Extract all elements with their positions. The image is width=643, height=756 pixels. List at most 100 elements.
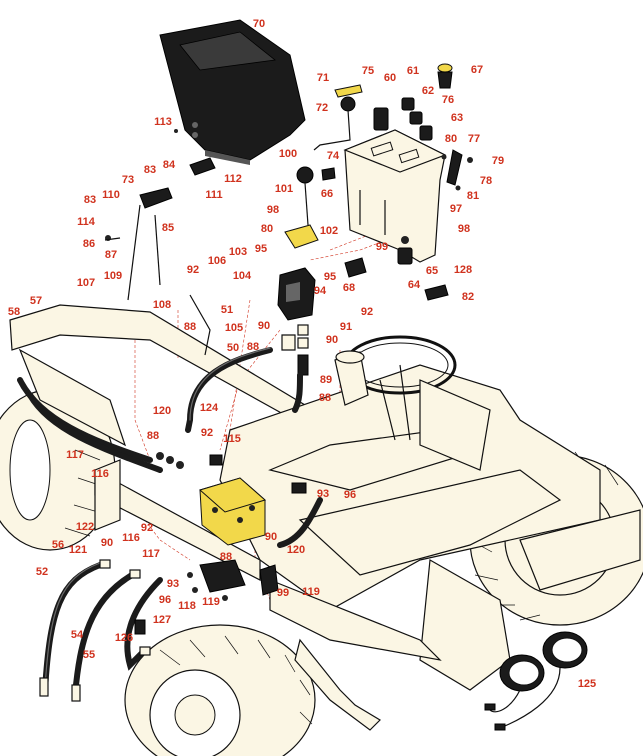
callout-88: 88 <box>147 430 159 442</box>
callout-54: 54 <box>71 629 84 641</box>
callout-65: 65 <box>426 265 438 277</box>
callout-122: 122 <box>76 521 94 533</box>
callout-80: 80 <box>445 133 457 145</box>
callout-124: 124 <box>200 402 219 414</box>
hydraulic-manifold <box>198 454 267 546</box>
hydraulic-hoses <box>17 347 323 698</box>
callout-111: 111 <box>205 189 222 201</box>
fittings-column <box>281 324 309 376</box>
callout-126: 126 <box>115 632 133 644</box>
callout-83: 83 <box>84 194 96 206</box>
callout-87: 87 <box>105 249 117 261</box>
callout-71: 71 <box>317 72 329 84</box>
callout-76: 76 <box>442 94 454 106</box>
callout-58: 58 <box>8 306 20 318</box>
callout-86: 86 <box>83 238 95 250</box>
callout-92: 92 <box>141 522 153 534</box>
callout-97: 97 <box>450 203 462 215</box>
callout-125: 125 <box>578 678 596 690</box>
callout-92: 92 <box>361 306 373 318</box>
callout-96: 96 <box>159 594 171 606</box>
callout-98: 98 <box>267 204 279 216</box>
callout-103: 103 <box>229 246 247 258</box>
callout-96: 96 <box>344 489 356 501</box>
callout-107: 107 <box>77 277 95 289</box>
callout-117: 117 <box>66 449 84 461</box>
callout-82: 82 <box>462 291 474 303</box>
callout-52: 52 <box>36 566 48 578</box>
callout-60: 60 <box>384 72 396 84</box>
callout-104: 104 <box>233 270 252 282</box>
callout-114: 114 <box>77 216 96 228</box>
callout-115: 115 <box>223 433 241 445</box>
callout-118: 118 <box>178 600 196 612</box>
callout-63: 63 <box>451 112 463 124</box>
steering-levers <box>104 187 211 356</box>
callout-73: 73 <box>122 174 134 186</box>
callout-93: 93 <box>317 488 329 500</box>
callout-90: 90 <box>265 531 277 543</box>
control-switches <box>313 63 453 151</box>
callout-98: 98 <box>458 223 470 235</box>
control-tower <box>343 129 447 263</box>
callout-95: 95 <box>255 243 267 255</box>
callout-83: 83 <box>144 164 156 176</box>
callout-121: 121 <box>69 544 87 556</box>
callout-128: 128 <box>454 264 472 276</box>
callout-94: 94 <box>314 285 327 297</box>
mower-frame <box>9 304 641 731</box>
hydraulic-valve <box>277 166 367 321</box>
callout-95: 95 <box>324 271 336 283</box>
callout-55: 55 <box>83 649 95 661</box>
callout-88: 88 <box>247 341 259 353</box>
callout-120: 120 <box>153 405 171 417</box>
callout-112: 112 <box>224 173 242 185</box>
hood-hardware <box>174 129 216 176</box>
callout-78: 78 <box>480 175 492 187</box>
callout-61: 61 <box>407 65 419 77</box>
lower-brackets <box>187 482 307 601</box>
callout-100: 100 <box>279 148 297 160</box>
callout-119: 119 <box>302 586 320 598</box>
callout-127: 127 <box>153 614 171 626</box>
callout-74: 74 <box>327 150 340 162</box>
callout-85: 85 <box>162 222 174 234</box>
callout-66: 66 <box>321 188 333 200</box>
callout-88: 88 <box>184 321 196 333</box>
callout-90: 90 <box>258 320 270 332</box>
callout-108: 108 <box>153 299 171 311</box>
callout-119: 119 <box>202 596 220 608</box>
rear-left-tire <box>124 624 316 756</box>
callout-116: 116 <box>122 532 140 544</box>
callout-105: 105 <box>225 322 243 334</box>
callout-109: 109 <box>104 270 122 282</box>
callout-113: 113 <box>154 116 172 128</box>
callout-102: 102 <box>320 225 338 237</box>
callout-68: 68 <box>343 282 355 294</box>
callout-116: 116 <box>91 468 109 480</box>
callout-50: 50 <box>227 342 239 354</box>
callout-99: 99 <box>376 241 388 253</box>
callout-92: 92 <box>187 264 199 276</box>
callout-88: 88 <box>319 392 331 404</box>
callout-106: 106 <box>208 255 226 267</box>
callout-90: 90 <box>101 537 113 549</box>
callout-80: 80 <box>261 223 273 235</box>
callout-64: 64 <box>408 279 421 291</box>
callout-92: 92 <box>201 427 213 439</box>
callout-72: 72 <box>316 102 328 114</box>
callout-77: 77 <box>468 133 480 145</box>
callout-79: 79 <box>492 155 504 167</box>
callout-90: 90 <box>326 334 338 346</box>
callout-75: 75 <box>362 65 374 77</box>
callout-117: 117 <box>142 548 160 560</box>
front-left-tire <box>0 389 116 551</box>
right-bracket-parts <box>397 149 473 301</box>
callout-91: 91 <box>340 321 352 333</box>
hood-cover <box>159 19 306 165</box>
callout-81: 81 <box>467 190 479 202</box>
callout-67: 67 <box>471 64 483 76</box>
